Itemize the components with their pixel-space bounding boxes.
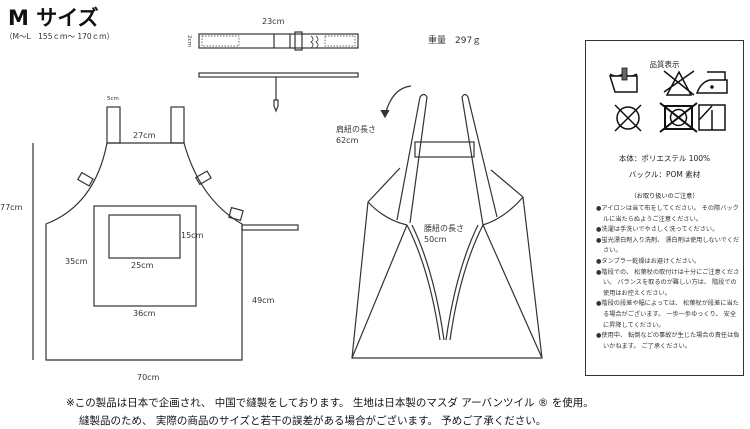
no-bleach-icon bbox=[663, 70, 695, 96]
care-note: ●洗濯は手洗いでやさしく洗ってください。 bbox=[596, 226, 719, 234]
notes-title: （お取り扱いのご注意） bbox=[630, 193, 699, 200]
iron-low-icon bbox=[695, 71, 728, 94]
belt-length-label: 23cm bbox=[262, 17, 285, 26]
side-length-label: 49cm bbox=[252, 296, 275, 305]
care-note: ●蛍光漂白剤入り洗剤、 漂白剤は使用しないでください。 bbox=[596, 236, 740, 255]
waist-tie-value: 50cm bbox=[424, 235, 447, 244]
care-note: ●タンブラー乾燥はお避けください。 bbox=[596, 257, 701, 265]
size-range: （M～L 155ｃｍ～ 170ｃｍ） bbox=[5, 32, 115, 41]
inner-pocket-height-label: 15cm bbox=[181, 231, 204, 240]
care-note: ●使用中、 転倒などの事故が生じた場合の責任は負いかねます。 ご了承ください。 bbox=[596, 332, 740, 350]
care-note: ●アイロンは当て布をしてください。 その際バックルに当たらぬようご注意ください。 bbox=[596, 205, 739, 223]
shoulder-strap-label: 肩紐の長さ bbox=[336, 125, 376, 134]
crutch-strap-drawing bbox=[198, 72, 359, 113]
material-body: 本体：ポリエステル 100% bbox=[618, 154, 711, 163]
top-width-label: 27cm bbox=[133, 131, 156, 140]
total-length-label: 77cm bbox=[0, 203, 23, 212]
care-note: ●階段の段差や幅によっては、 松葉杖が段差に当たる場合がございます。 一歩一歩ゆ… bbox=[596, 300, 739, 329]
inner-pocket-width-label: 25cm bbox=[131, 261, 154, 270]
belt-width-label: 2cm bbox=[185, 35, 192, 47]
footer-note-2: 縫製品のため、 実際の商品のサイズと若干の誤差がある場合がございます。 予めご了… bbox=[79, 415, 547, 427]
pocket-height-label: 35cm bbox=[65, 257, 88, 266]
back-apron-drawing bbox=[351, 85, 543, 359]
hand-wash-icon bbox=[608, 67, 638, 93]
care-note: ●階段での、 松葉杖の取付けは十分にご注意ください。 バランスを取るのが難しい方… bbox=[596, 268, 740, 297]
material-buckle: バックル：POM 素材 bbox=[628, 170, 701, 179]
strap-width-label: 5cm bbox=[107, 96, 119, 102]
waist-tie-label: 腰紐の長さ bbox=[424, 224, 464, 233]
pocket-width-label: 36cm bbox=[133, 309, 156, 318]
belt-drawing bbox=[198, 31, 359, 51]
bottom-width-label: 70cm bbox=[137, 373, 160, 382]
care-label-box: 品質表示 本体：ポリエステル 100% バックル：POM 素材 （お取り扱いのご… bbox=[585, 40, 744, 376]
no-tumble-dry-icon bbox=[614, 104, 642, 132]
weight-label: 重量 297ｇ bbox=[428, 36, 482, 46]
line-dry-shade-icon bbox=[698, 104, 726, 131]
no-dry-clean-icon bbox=[659, 102, 698, 133]
care-title: 品質表示 bbox=[649, 60, 680, 69]
footer-note-1: ※この製品は日本で企画され、 中国で縫製をしております。 生地は日本製のマスダ … bbox=[66, 397, 594, 409]
shoulder-strap-value: 62cm bbox=[336, 136, 359, 145]
care-notes: ●アイロンは当て布をしてください。 その際バックルに当たらぬようご注意ください。… bbox=[596, 204, 741, 352]
size-title: M サイズ bbox=[8, 6, 99, 30]
front-apron-drawing bbox=[32, 106, 299, 361]
